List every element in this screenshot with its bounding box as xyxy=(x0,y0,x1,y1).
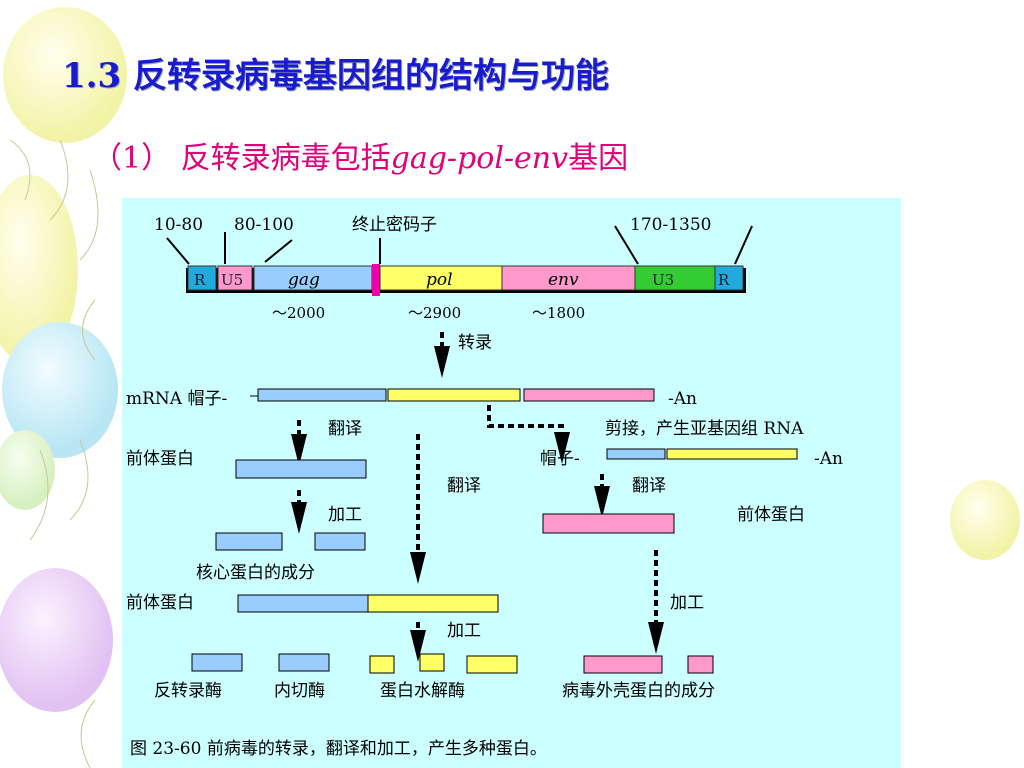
segment-u3 xyxy=(634,265,716,291)
gag-pol-precursor-blue xyxy=(237,594,369,613)
slide-subtitle: （1） 反转录病毒包括gag-pol-env基因 xyxy=(92,133,628,177)
core-protein-block-1 xyxy=(215,532,283,551)
pointer-u5-right xyxy=(264,239,293,263)
envelope-protein-block-2 xyxy=(687,655,714,674)
mrna-gag-block xyxy=(257,388,387,402)
endonuclease-label: 内切酶 xyxy=(274,681,325,701)
gag-length: ～2000 xyxy=(272,304,325,322)
protease-block-1 xyxy=(369,655,395,674)
spliced-polya-label: -An xyxy=(814,449,843,469)
label-length-u5: 80-100 xyxy=(234,215,294,235)
env-length: ～1800 xyxy=(532,304,585,322)
segment-env-label: env xyxy=(548,270,579,290)
segment-gag-label: gag xyxy=(288,270,320,290)
mrna-env-block xyxy=(523,388,655,402)
segment-r-left xyxy=(187,265,217,291)
balloon-yellow-right xyxy=(950,480,1020,560)
pointer-r xyxy=(166,237,190,265)
reverse-transcriptase-label: 反转录酶 xyxy=(154,681,222,701)
protease-block-3 xyxy=(466,655,518,674)
balloon-green-left xyxy=(0,430,55,510)
label-length-r: 10-80 xyxy=(154,215,203,235)
pointer-u3-right xyxy=(734,225,753,265)
processing-label-2: 加工 xyxy=(447,621,481,641)
env-precursor-protein xyxy=(542,513,675,534)
precursor-protein-label-1: 前体蛋白 xyxy=(126,449,194,469)
envelope-protein-components-label: 病毒外壳蛋白的成分 xyxy=(562,681,715,701)
stop-codon-marker xyxy=(372,264,380,296)
gag-precursor-protein xyxy=(235,459,367,479)
segment-r-right xyxy=(714,265,744,291)
spliced-rna-blue-block xyxy=(606,448,666,460)
endonuclease-block xyxy=(278,653,330,672)
segment-pol xyxy=(379,265,503,291)
segment-u5-label: U5 xyxy=(221,271,243,289)
slide-title: 1.3 反转录病毒基因组的结构与功能 xyxy=(62,56,609,96)
pol-length: ～2900 xyxy=(408,304,461,322)
balloon-blue-left xyxy=(2,322,118,458)
subtitle-prefix: （1） 反转录病毒包括 xyxy=(92,141,391,176)
segment-u5 xyxy=(217,265,253,291)
processing-label-env: 加工 xyxy=(670,593,704,613)
segment-u3-label: U3 xyxy=(652,271,674,289)
core-protein-components-label: 核心蛋白的成分 xyxy=(196,563,315,583)
env-precursor-label: 前体蛋白 xyxy=(737,505,805,525)
translation-label-3: 翻译 xyxy=(632,476,666,496)
mrna-cap-label: mRNA 帽子- xyxy=(126,389,227,409)
processing-label-1: 加工 xyxy=(328,505,362,525)
label-stop-codon: 终止密码子 xyxy=(352,215,437,235)
balloon-purple-left xyxy=(0,568,113,712)
figure-caption: 图 23-60 前病毒的转录，翻译和加工，产生多种蛋白。 xyxy=(130,739,547,759)
balloon-yellow-left xyxy=(0,175,78,365)
label-length-u3: 170-1350 xyxy=(630,215,711,235)
gag-pol-precursor-yellow xyxy=(367,594,499,613)
translation-label-2: 翻译 xyxy=(447,476,481,496)
mrna-pol-block xyxy=(387,388,521,402)
subtitle-genes: gag-pol-env xyxy=(390,141,569,176)
spliced-rna-yellow-block xyxy=(666,448,798,460)
reverse-transcriptase-block xyxy=(191,653,243,672)
pointer-u3-left xyxy=(614,225,639,265)
transcription-label: 转录 xyxy=(458,333,492,353)
segment-r-left-label: R xyxy=(194,271,206,289)
translation-label-1: 翻译 xyxy=(328,419,362,439)
segment-r-right-label: R xyxy=(718,271,730,289)
precursor-protein-label-2: 前体蛋白 xyxy=(126,593,194,613)
protease-block-2 xyxy=(419,653,445,672)
protease-label: 蛋白水解酶 xyxy=(380,681,465,701)
mrna-polya-label: -An xyxy=(668,389,697,409)
spliced-cap-label: 帽子- xyxy=(540,449,580,469)
splicing-arrow xyxy=(487,405,570,464)
subtitle-suffix: 基因 xyxy=(568,141,629,176)
segment-env xyxy=(501,265,636,291)
balloon-yellow-top xyxy=(3,7,127,143)
splicing-label: 剪接，产生亚基因组 RNA xyxy=(605,419,804,439)
retrovirus-gene-expression-diagram: 10-80 80-100 终止密码子 170-1350 R U5 gag pol… xyxy=(122,198,901,768)
segment-pol-label: pol xyxy=(426,270,453,290)
envelope-protein-block-1 xyxy=(583,655,663,674)
provirus-genome-bar: R U5 gag pol env U3 R xyxy=(186,264,746,296)
core-protein-block-2 xyxy=(314,532,366,551)
